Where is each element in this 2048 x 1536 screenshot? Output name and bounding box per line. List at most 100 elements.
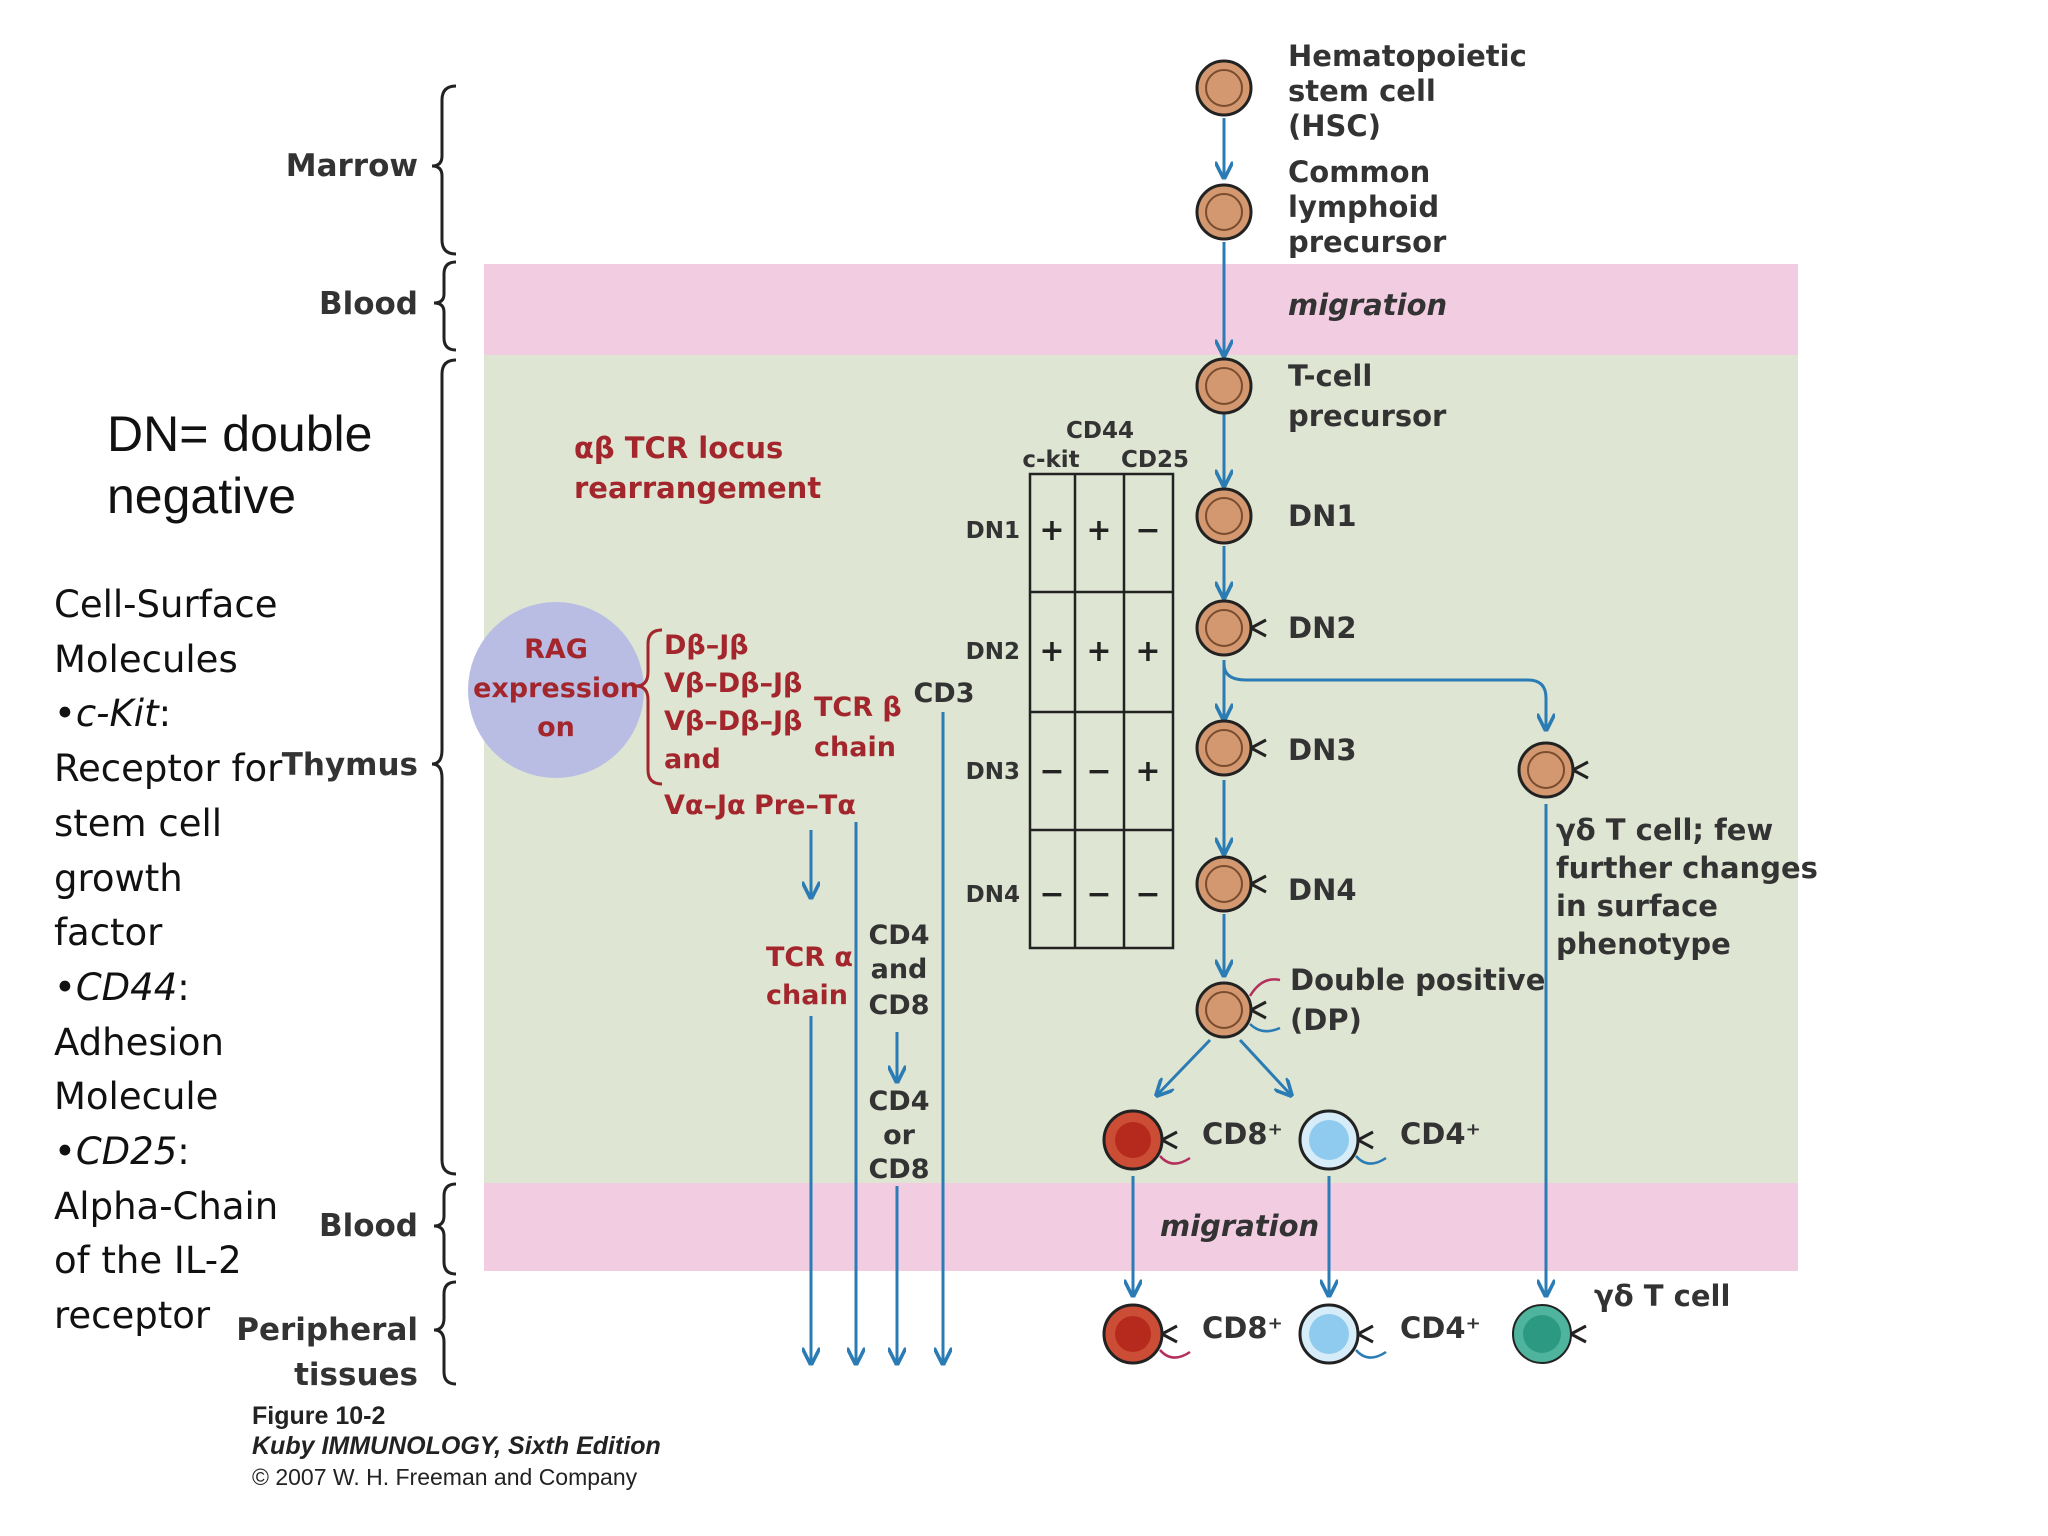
- arrow-dn2-to-gd: [1222, 663, 1546, 728]
- figure-caption: Figure 10-2 Kuby IMMUNOLOGY, Sixth Editi…: [252, 1401, 661, 1493]
- table-cell-dn2-cd25: +: [1135, 634, 1160, 669]
- caption-copyright: © 2007 W. H. Freeman and Company: [252, 1464, 638, 1490]
- label-hsc-line2: stem cell: [1288, 74, 1436, 108]
- rearrangement-brace: [635, 628, 663, 786]
- cd4-and-cd8-line1: CD4: [868, 920, 929, 951]
- label-marrow: Marrow: [286, 148, 418, 184]
- cd4-and-cd8-line2: and: [871, 954, 928, 985]
- brace-peripheral: [433, 1280, 457, 1386]
- tcr-beta-label-line1: TCR β: [814, 692, 902, 723]
- note-cd25-term: CD25: [75, 1130, 178, 1174]
- label-gd-periph: γδ T cell: [1594, 1279, 1730, 1313]
- label-gd-line4: phenotype: [1556, 927, 1731, 961]
- note-ckit-desc-3: growth: [54, 856, 183, 900]
- cd4-or-cd8-line1: CD4: [868, 1086, 929, 1117]
- label-hsc-line1: Hematopoietic: [1288, 39, 1527, 73]
- cell-cd8-thymus: [1102, 1109, 1191, 1171]
- tcr-alpha-label-line1: TCR α: [766, 942, 853, 973]
- note-cd44-desc-2: Molecule: [54, 1075, 219, 1119]
- note-cd25-desc-3: receptor: [54, 1294, 211, 1338]
- table-cell-dn1-cd25: −: [1135, 513, 1160, 548]
- cd4-or-cd8-line2: or: [883, 1120, 916, 1151]
- cell-cd4-thymus: [1298, 1109, 1387, 1171]
- label-dn1: DN1: [1288, 499, 1357, 533]
- caption-book-title: Kuby IMMUNOLOGY, Sixth Edition: [252, 1432, 661, 1460]
- rearrangement-vdj-beta-2: Vβ–Dβ–Jβ: [664, 706, 802, 737]
- label-gd-line1: γδ T cell; few: [1556, 813, 1773, 847]
- region-braces: [431, 84, 457, 1386]
- rag-label-line2: expression: [473, 673, 639, 704]
- label-tcp-line1: T-cell: [1288, 359, 1372, 393]
- cd4-and-cd8-line3: CD8: [868, 990, 929, 1021]
- table-row-label-dn4: DN4: [966, 882, 1020, 908]
- label-cd4-thymus: CD4⁺: [1400, 1117, 1481, 1151]
- blood-band-top: [484, 264, 1798, 355]
- label-dn3: DN3: [1288, 733, 1357, 767]
- cell-hsc: [1195, 59, 1253, 117]
- table-cell-dn2-cd44: +: [1086, 634, 1111, 669]
- note-cd25-desc-2: of the IL-2: [54, 1239, 242, 1283]
- cell-tcp: [1195, 357, 1253, 415]
- label-migration-bottom: migration: [1160, 1209, 1319, 1243]
- label-tcp-line2: precursor: [1288, 399, 1447, 433]
- cell-cd4-periph: [1298, 1303, 1387, 1365]
- table-header-cd25: CD25: [1121, 447, 1189, 473]
- label-peripheral-line1: Peripheral: [236, 1312, 418, 1348]
- rearrangement-vj-alpha: Vα–Jα: [664, 790, 746, 821]
- cell-surface-notes: Cell-Surface Molecules •c-Kit: Receptor …: [54, 578, 294, 1344]
- brace-blood-bottom: [433, 1182, 457, 1276]
- rag-expression-circle: [468, 602, 644, 778]
- cell-cd8-periph: [1102, 1303, 1191, 1365]
- label-clp-line1: Common: [1288, 155, 1430, 189]
- label-dp-line1: Double positive: [1290, 963, 1545, 997]
- table-header-ckit: c-kit: [1022, 447, 1079, 473]
- note-cd44-term: CD44: [75, 965, 178, 1009]
- cell-dn2: [1195, 599, 1267, 657]
- cell-dp: [1195, 978, 1281, 1039]
- table-cell-dn4-cd25: −: [1135, 877, 1160, 912]
- label-cd8-thymus: CD8⁺: [1202, 1117, 1283, 1151]
- table-cell-dn1-cd44: +: [1086, 513, 1111, 548]
- pre-t-alpha-label: Pre–Tα: [754, 790, 856, 821]
- note-cd44: •CD44:: [54, 965, 190, 1009]
- note-cd25: •CD25:: [54, 1130, 190, 1174]
- label-thymus: Thymus: [282, 747, 418, 783]
- rearrangement-vdj-beta-1: Vβ–Dβ–Jβ: [664, 668, 802, 699]
- table-header-cd44: CD44: [1066, 418, 1134, 444]
- cell-clp: [1195, 183, 1253, 241]
- table-row-label-dn2: DN2: [966, 639, 1020, 665]
- cell-dn3: [1195, 719, 1267, 777]
- table-row-label-dn1: DN1: [966, 518, 1020, 544]
- caption-figure-number: Figure 10-2: [252, 1402, 386, 1430]
- cd4-or-cd8-line3: CD8: [868, 1154, 929, 1185]
- tcr-alpha-label-line2: chain: [766, 980, 848, 1011]
- rearrangement-dj-beta: Dβ–Jβ: [664, 630, 749, 661]
- label-hsc-line3: (HSC): [1288, 109, 1381, 143]
- table-cell-dn4-cd44: −: [1086, 877, 1111, 912]
- label-peripheral-line2: tissues: [294, 1357, 418, 1393]
- note-cd44-desc-1: Adhesion: [54, 1020, 225, 1064]
- table-cell-dn2-ckit: +: [1039, 634, 1064, 669]
- cd3-label: CD3: [913, 678, 974, 709]
- note-ckit: •c-Kit:: [54, 692, 172, 736]
- arrow-dp-to-cd8: [1158, 1038, 1212, 1094]
- note-ckit-desc-2: stem cell: [54, 801, 223, 845]
- dn-definition: DN= double negative: [107, 403, 372, 527]
- cell-gd-thymus: [1517, 741, 1589, 799]
- cell-gd-periph: [1512, 1304, 1587, 1364]
- notes-heading-line1: Cell-Surface: [54, 583, 278, 626]
- rearrangement-and: and: [664, 744, 721, 775]
- notes-heading-line2: Molecules: [54, 637, 238, 681]
- label-blood-bottom: Blood: [319, 1208, 418, 1244]
- thymus-background: [484, 355, 1798, 1183]
- label-migration-top: migration: [1288, 288, 1447, 322]
- label-cd4-periph: CD4⁺: [1400, 1311, 1481, 1345]
- table-row-label-dn3: DN3: [966, 759, 1020, 785]
- cell-dn1: [1195, 487, 1253, 545]
- arrow-dp-to-cd4: [1238, 1038, 1290, 1094]
- label-dn4: DN4: [1288, 873, 1357, 907]
- cell-dn4: [1195, 855, 1267, 913]
- label-cd8-periph: CD8⁺: [1202, 1311, 1283, 1345]
- tcr-beta-label-line2: chain: [814, 732, 896, 763]
